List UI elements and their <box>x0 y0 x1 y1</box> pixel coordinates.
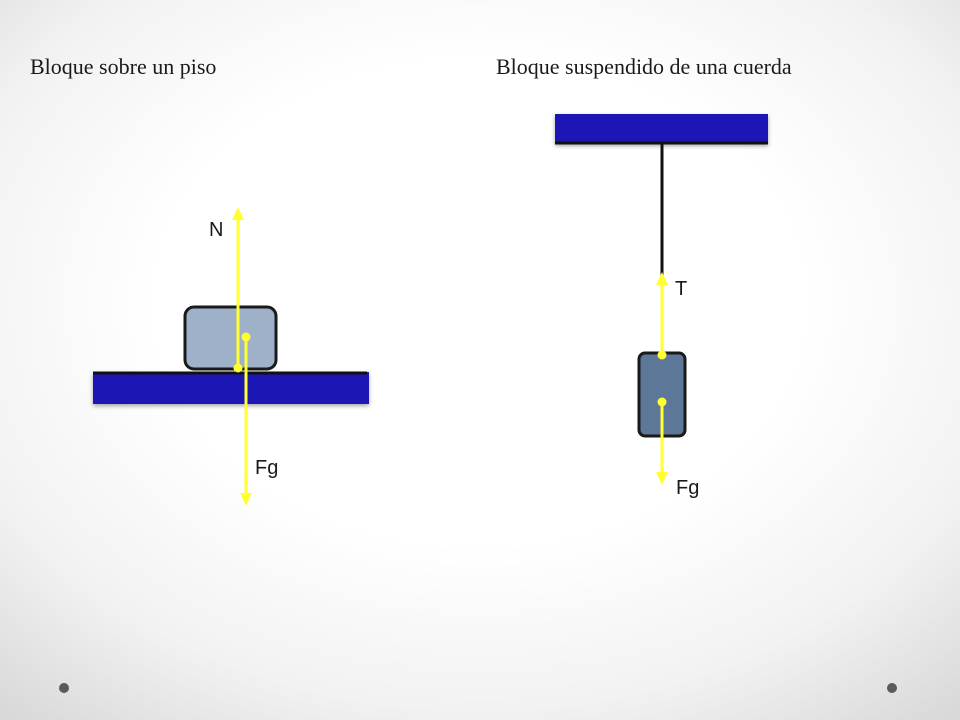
normal-force-arrowhead <box>232 207 244 220</box>
hanging-weight-force-arrowhead <box>656 472 668 485</box>
right-diagram-title: Bloque suspendido de una cuerda <box>496 54 792 79</box>
ceiling-support <box>555 114 768 144</box>
left-diagram-title: Bloque sobre un piso <box>30 54 217 79</box>
decorative-dot-right <box>887 683 897 693</box>
floor-surface <box>93 372 369 404</box>
hanging-weight-force-label: Fg <box>676 477 699 499</box>
tension-force-arrowhead <box>656 272 668 285</box>
weight-force-origin-dot <box>241 332 251 342</box>
normal-force-origin-dot <box>233 363 243 373</box>
weight-force-label: Fg <box>255 457 278 479</box>
hanging-weight-force-origin-dot <box>657 397 667 407</box>
weight-force-arrowhead <box>240 493 252 506</box>
floor-block-diagram: N Fg <box>93 207 369 506</box>
resting-block <box>183 305 278 371</box>
decorative-dot-left <box>59 683 69 693</box>
hanging-block-diagram: T Fg <box>555 114 768 499</box>
normal-force-label: N <box>209 219 223 241</box>
tension-force-label: T <box>675 278 687 300</box>
tension-force-origin-dot <box>657 350 667 360</box>
